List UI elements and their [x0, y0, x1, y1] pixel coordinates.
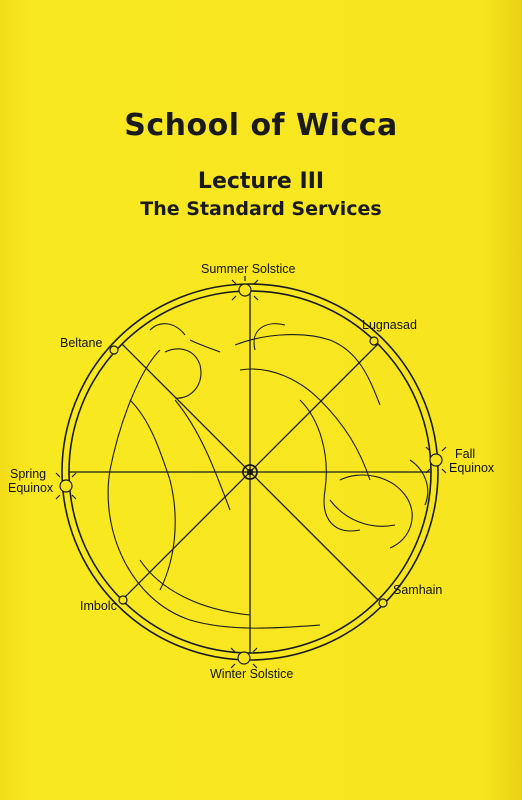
label-fall-equinox-line1: Fall [455, 447, 476, 461]
god-figure [107, 323, 321, 629]
lecture-subtitle: The Standard Services [140, 198, 382, 220]
label-samhain: Samhain [393, 583, 443, 597]
sun-symbol-left [55, 472, 77, 500]
booklet-title: School of Wicca [124, 108, 398, 143]
sun-symbol-right [425, 446, 447, 474]
sun-symbol-bottom [230, 647, 258, 669]
lecture-number: Lecture III [197, 169, 325, 194]
goddess-figure [234, 323, 429, 549]
wheel-hub [242, 464, 258, 480]
label-lugnasad: Lugnasad [362, 318, 417, 332]
label-fall-equinox-line2: Equinox [449, 461, 495, 475]
label-winter-solstice: Winter Solstice [210, 667, 294, 681]
label-summer-solstice: Summer Solstice [201, 262, 296, 276]
label-spring-equinox-line1: Spring [10, 467, 47, 481]
label-spring-equinox-line2: Equinox [8, 481, 54, 495]
sun-symbol-top [231, 276, 259, 301]
label-imbolc: Imbolc [80, 599, 117, 613]
label-beltane: Beltane [60, 336, 103, 350]
moon-markers [109, 336, 388, 608]
